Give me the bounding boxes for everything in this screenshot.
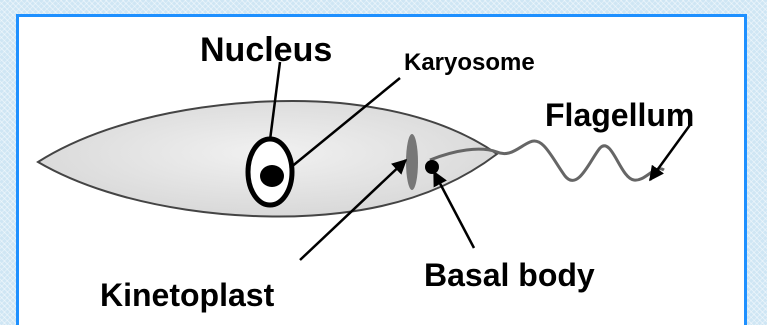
nucleus-label: Nucleus	[200, 31, 332, 69]
basal-body-shape	[425, 160, 439, 174]
karyosome-label: Karyosome	[404, 49, 535, 76]
kinetoplast-label: Kinetoplast	[100, 277, 275, 313]
flagellum-pointer	[650, 125, 690, 180]
basal-body-pointer	[434, 172, 474, 248]
kinetoplast-shape	[406, 134, 418, 190]
karyosome-shape	[260, 165, 284, 187]
basal-body-label: Basal body	[424, 257, 595, 293]
flagellum-label: Flagellum	[545, 97, 694, 133]
